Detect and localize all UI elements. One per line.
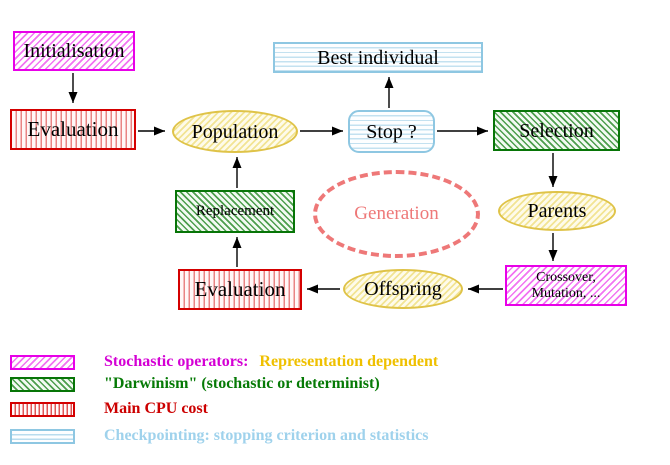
node-selection: Selection bbox=[493, 110, 620, 151]
node-crossover-label-line1: Crossover, bbox=[536, 270, 596, 286]
node-evaluation-bottom: Evaluation bbox=[178, 269, 302, 310]
legend-swatch-red-vertical-stripes bbox=[10, 401, 75, 417]
node-stop: Stop ? bbox=[348, 110, 435, 153]
node-population: Population bbox=[172, 110, 298, 153]
node-replacement-label: Replacement bbox=[195, 203, 275, 220]
legend-swatch-cyan-horizontal-stripes bbox=[10, 428, 75, 444]
node-generation-label: Generation bbox=[354, 202, 439, 224]
node-crossover-label-line2: Mutation, ... bbox=[531, 285, 601, 301]
node-stop-label: Stop ? bbox=[366, 120, 417, 143]
node-offspring-label: Offspring bbox=[364, 278, 442, 300]
legend-label-stochastic-operators: Stochastic operators: bbox=[104, 353, 249, 370]
legend-swatch-green-diagonal-hatch bbox=[10, 376, 75, 392]
node-parents: Parents bbox=[498, 191, 616, 231]
node-offspring: Offspring bbox=[343, 269, 463, 309]
legend-swatch-magenta-diagonal-hatch bbox=[10, 354, 75, 370]
node-evaluation-top-label: Evaluation bbox=[27, 116, 119, 141]
node-generation: Generation bbox=[313, 170, 480, 258]
node-evaluation-top: Evaluation bbox=[10, 109, 136, 150]
node-selection-label: Selection bbox=[519, 119, 594, 142]
legend-row-stochastic-operators: Stochastic operators: Representation dep… bbox=[10, 353, 438, 371]
node-best-individual: Best individual bbox=[273, 42, 483, 73]
legend-row-darwinism: "Darwinism" (stochastic or determinist) bbox=[10, 375, 380, 393]
legend-label-checkpointing: Checkpointing: stopping criterion and st… bbox=[104, 427, 429, 444]
node-replacement: Replacement bbox=[175, 190, 295, 233]
node-crossover-mutation: Crossover, Mutation, ... bbox=[505, 265, 627, 306]
node-evaluation-bottom-label: Evaluation bbox=[194, 276, 286, 301]
node-initialisation-label: Initialisation bbox=[23, 40, 125, 62]
legend-label-darwinism: "Darwinism" (stochastic or determinist) bbox=[104, 375, 380, 392]
legend-row-checkpointing: Checkpointing: stopping criterion and st… bbox=[10, 427, 428, 445]
node-population-label: Population bbox=[191, 120, 279, 143]
legend-label-representation-dependent: Representation dependent bbox=[259, 353, 439, 370]
legend-label-main-cpu-cost: Main CPU cost bbox=[104, 400, 208, 417]
node-initialisation: Initialisation bbox=[13, 31, 135, 71]
node-parents-label: Parents bbox=[527, 200, 587, 222]
legend-row-main-cpu-cost: Main CPU cost bbox=[10, 400, 208, 418]
node-best-individual-label: Best individual bbox=[317, 46, 439, 69]
